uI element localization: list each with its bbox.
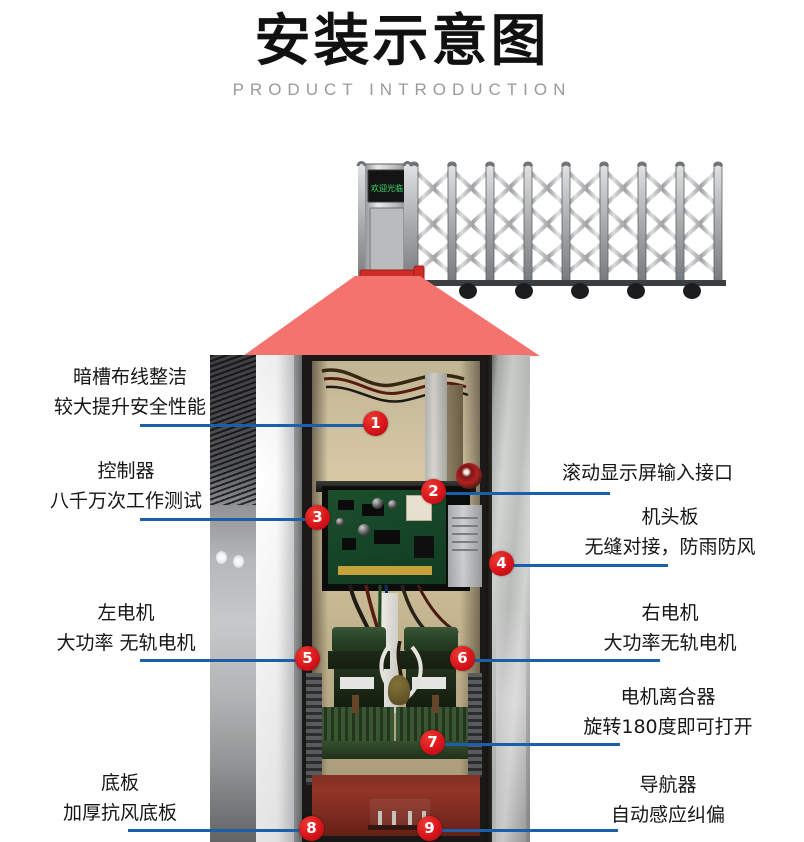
callout-label-5: 左电机 大功率 无轨电机 bbox=[22, 598, 230, 658]
callout-label-8: 底板 加厚抗风底板 bbox=[16, 768, 224, 828]
callout-label-2: 滚动显示屏输入接口 bbox=[562, 458, 733, 488]
rack-right bbox=[468, 673, 482, 777]
photo-pillar-shadow bbox=[294, 355, 302, 842]
callout-marker-5[interactable]: 5 bbox=[295, 646, 320, 671]
callout-label-7-line-1: 电机离合器 bbox=[620, 686, 716, 708]
callout-marker-1[interactable]: 1 bbox=[363, 411, 388, 436]
leader-line-6 bbox=[470, 659, 660, 662]
leader-line-8 bbox=[128, 829, 314, 832]
page-title: 安装示意图 bbox=[254, 9, 550, 74]
callout-label-7: 电机离合器 旋转180度即可打开 bbox=[566, 682, 770, 742]
callout-label-9: 导航器 自动感应纠偏 bbox=[566, 770, 770, 830]
rack-left bbox=[306, 673, 322, 785]
callout-label-5-line-2: 大功率 无轨电机 bbox=[56, 632, 196, 654]
center-hub bbox=[388, 675, 410, 705]
clutch-left-base bbox=[318, 741, 396, 759]
leader-line-5 bbox=[140, 659, 312, 662]
callout-label-2-line-1: 滚动显示屏输入接口 bbox=[562, 462, 734, 484]
callout-label-6: 右电机 大功率无轨电机 bbox=[570, 598, 770, 658]
photo-vignette bbox=[210, 355, 530, 842]
callout-label-8-line-1: 底板 bbox=[100, 772, 139, 794]
callout-label-6-line-1: 右电机 bbox=[641, 602, 699, 624]
gate-head-interior-photo bbox=[210, 355, 530, 842]
page-subtitle: PRODUCT INTRODUCTION bbox=[232, 80, 572, 99]
callout-marker-3[interactable]: 3 bbox=[305, 505, 330, 530]
callout-label-7-line-2: 旋转180度即可打开 bbox=[583, 716, 753, 738]
gate-led-display: 欢迎光临 bbox=[371, 183, 403, 193]
photo-background-shutter bbox=[210, 355, 256, 505]
cabinet-conduit bbox=[425, 373, 447, 481]
leader-line-3 bbox=[140, 518, 320, 521]
leader-line-9 bbox=[436, 829, 618, 832]
callout-label-1: 暗槽布线整洁 较大提升安全性能 bbox=[30, 362, 230, 422]
cabinet-door-edge bbox=[486, 355, 494, 842]
callout-label-1-line-2: 较大提升安全性能 bbox=[53, 396, 206, 418]
cabinet-conduit-shadow bbox=[447, 385, 463, 481]
alarm-buzzer bbox=[456, 463, 482, 489]
cabinet-door-highlight bbox=[496, 605, 526, 842]
photo-background-lights bbox=[216, 551, 250, 573]
callout-marker-6[interactable]: 6 bbox=[450, 646, 475, 671]
callout-label-6-line-2: 大功率无轨电机 bbox=[603, 632, 737, 654]
callout-label-4-line-2: 无缝对接，防雨防风 bbox=[584, 536, 756, 558]
callout-label-3-line-1: 控制器 bbox=[97, 460, 155, 482]
callout-marker-4[interactable]: 4 bbox=[489, 551, 514, 576]
callout-marker-2[interactable]: 2 bbox=[421, 479, 446, 504]
leader-line-2 bbox=[440, 492, 610, 495]
retractable-gate-illustration: 欢迎光临 bbox=[348, 148, 788, 310]
motor-left bbox=[326, 627, 392, 707]
callout-label-9-line-1: 导航器 bbox=[639, 774, 697, 796]
callout-label-4-line-1: 机头板 bbox=[641, 506, 699, 528]
callout-label-9-line-2: 自动感应纠偏 bbox=[610, 804, 725, 826]
clutch-lever-left bbox=[352, 695, 359, 713]
callout-label-3-line-2: 八千万次工作测试 bbox=[49, 490, 202, 512]
callout-label-1-line-1: 暗槽布线整洁 bbox=[72, 366, 187, 388]
display-input-interface-box bbox=[448, 505, 482, 587]
photo-white-pillar bbox=[256, 355, 294, 842]
callout-label-3: 控制器 八千万次工作测试 bbox=[22, 456, 230, 516]
base-plate bbox=[312, 775, 480, 836]
gate-svg: 欢迎光临 bbox=[356, 161, 726, 300]
callout-marker-9[interactable]: 9 bbox=[417, 816, 442, 841]
leader-line-4 bbox=[508, 564, 668, 567]
zoom-funnel-indicator bbox=[238, 276, 548, 360]
callout-label-5-line-1: 左电机 bbox=[97, 602, 155, 624]
clutch-lever-right bbox=[432, 695, 439, 713]
callout-label-4: 机头板 无缝对接，防雨防风 bbox=[570, 502, 770, 562]
leader-line-7 bbox=[440, 743, 620, 746]
callout-marker-7[interactable]: 7 bbox=[420, 730, 445, 755]
leader-line-1 bbox=[140, 424, 378, 427]
cabinet-door-panel bbox=[492, 355, 530, 842]
callout-marker-8[interactable]: 8 bbox=[299, 816, 324, 841]
callout-label-8-line-2: 加厚抗风底板 bbox=[62, 802, 177, 824]
